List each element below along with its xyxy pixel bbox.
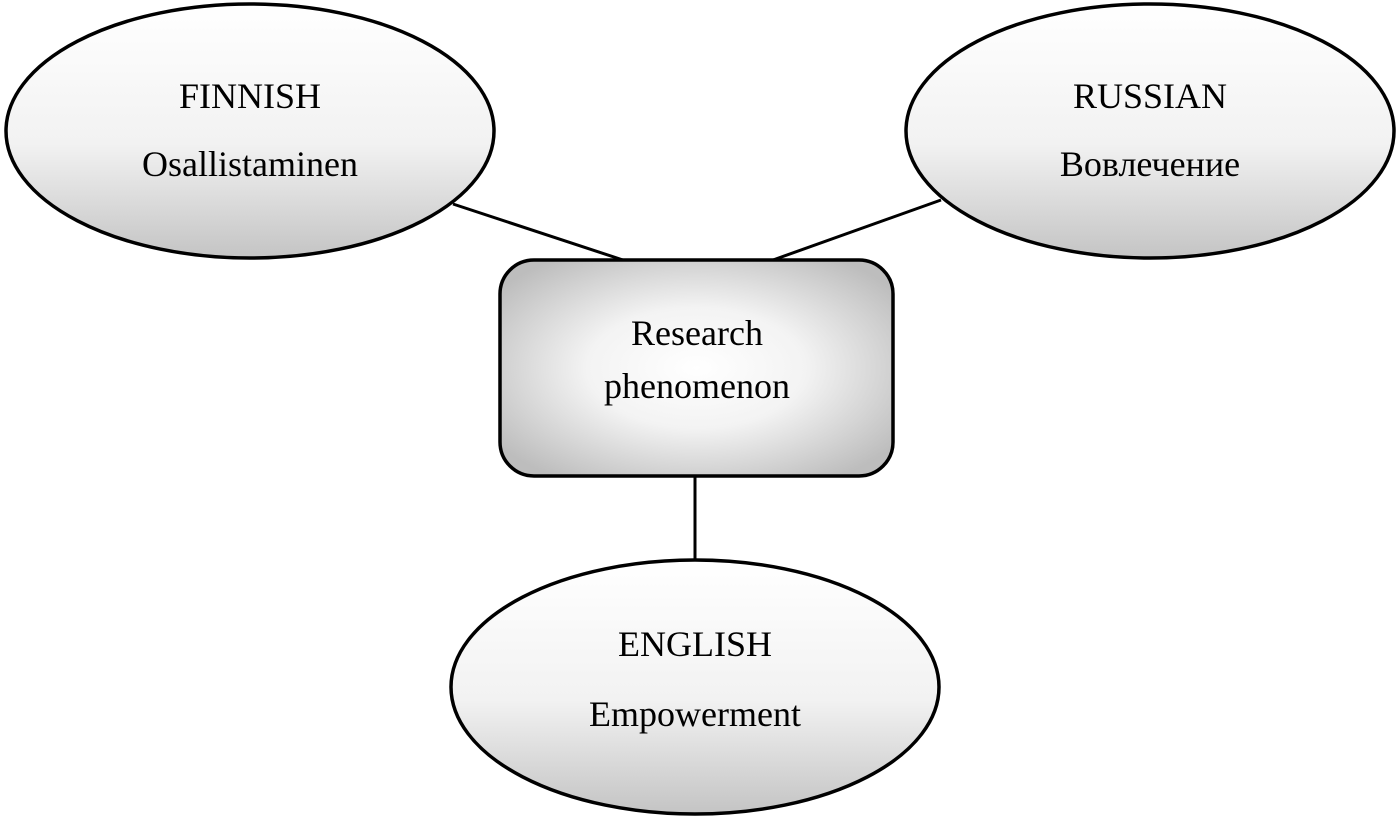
node-english-ellipse <box>449 558 941 816</box>
node-center-line2: phenomenon <box>604 366 790 406</box>
connector-russian-center <box>772 198 942 262</box>
node-english: ENGLISH Empowerment <box>449 558 941 816</box>
node-english-term: Empowerment <box>589 694 801 734</box>
connector-finnish-center <box>452 202 624 262</box>
node-center-box <box>498 258 895 478</box>
node-russian-language: RUSSIAN <box>1073 76 1227 116</box>
node-finnish-ellipse <box>4 2 496 260</box>
node-finnish-language: FINNISH <box>179 76 321 116</box>
node-center-line1: Research <box>631 313 763 353</box>
node-russian: RUSSIAN Вовлечение <box>904 2 1396 260</box>
node-finnish: FINNISH Osallistaminen <box>4 2 496 260</box>
node-finnish-term: Osallistaminen <box>142 144 358 184</box>
node-russian-ellipse <box>904 2 1396 260</box>
node-english-language: ENGLISH <box>618 624 772 664</box>
node-center: Research phenomenon <box>498 258 895 478</box>
node-russian-term: Вовлечение <box>1060 144 1240 184</box>
